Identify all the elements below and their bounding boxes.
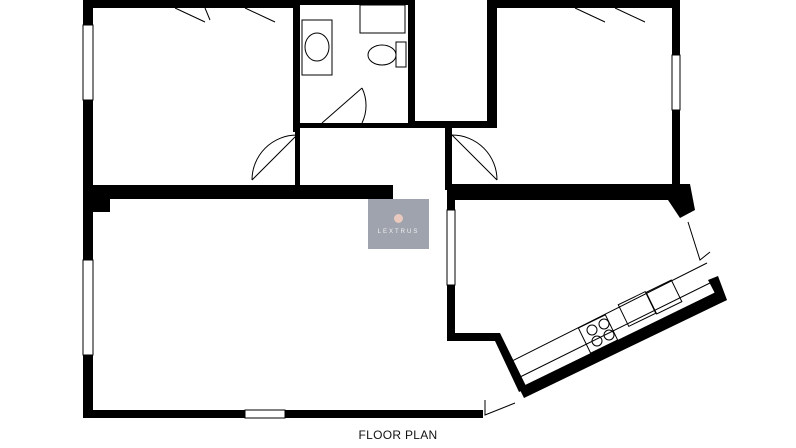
wall-bedroom-right (293, 0, 300, 132)
watermark-logo: LEXTRUS (368, 199, 429, 249)
wall-hall-right (445, 128, 452, 190)
wall-corner-block (83, 185, 110, 212)
wall-cupboard-right (487, 0, 497, 128)
window-hall-right (446, 209, 456, 286)
window-right-bedroom (671, 54, 681, 111)
hob-icon (577, 314, 619, 354)
bath-outline (301, 19, 333, 76)
window-living-left (82, 259, 94, 356)
doors (174, 7, 711, 416)
floor-plan-title: FLOOR PLAN (358, 428, 438, 442)
wall-kitchen-outer (519, 290, 727, 398)
door-kitchen-back (687, 221, 711, 261)
wall-kitchen-corner (668, 184, 695, 218)
wall-hall-left (295, 132, 300, 185)
windows (82, 24, 681, 419)
wall-top-right-bedroom (487, 0, 680, 8)
wardrobe-doors-right (574, 7, 646, 23)
wall-bathroom-top (293, 0, 415, 5)
door-bedroom-left (251, 134, 298, 181)
wall-bathroom-bottom (300, 123, 415, 128)
wardrobe-doors-left (174, 7, 276, 23)
wall-top-left-bedroom (83, 0, 298, 8)
logo-mark-icon (394, 213, 403, 223)
toilet-bowl (367, 44, 397, 66)
watermark-text: LEXTRUS (377, 228, 420, 235)
door-front (484, 400, 516, 416)
kitchen-counter (507, 262, 717, 381)
door-bathroom (321, 87, 367, 124)
sink-basin (645, 279, 683, 315)
shower-tray (359, 4, 406, 34)
door-bedroom-right (451, 134, 498, 181)
sink-drainer (617, 290, 657, 328)
wall-kitchen-right (708, 276, 727, 303)
window-left-bedroom (82, 24, 94, 101)
window-living-bottom (244, 409, 286, 419)
wall-cupboard-bottom (408, 121, 497, 128)
fixtures (301, 4, 717, 381)
wall-bathroom-right (408, 0, 415, 128)
wall-kitchen-top (447, 184, 690, 200)
basin-icon (304, 32, 330, 62)
wall-bedroom-living (83, 185, 393, 199)
toilet-cistern (395, 41, 407, 68)
wall-kitchen-step (447, 333, 527, 392)
